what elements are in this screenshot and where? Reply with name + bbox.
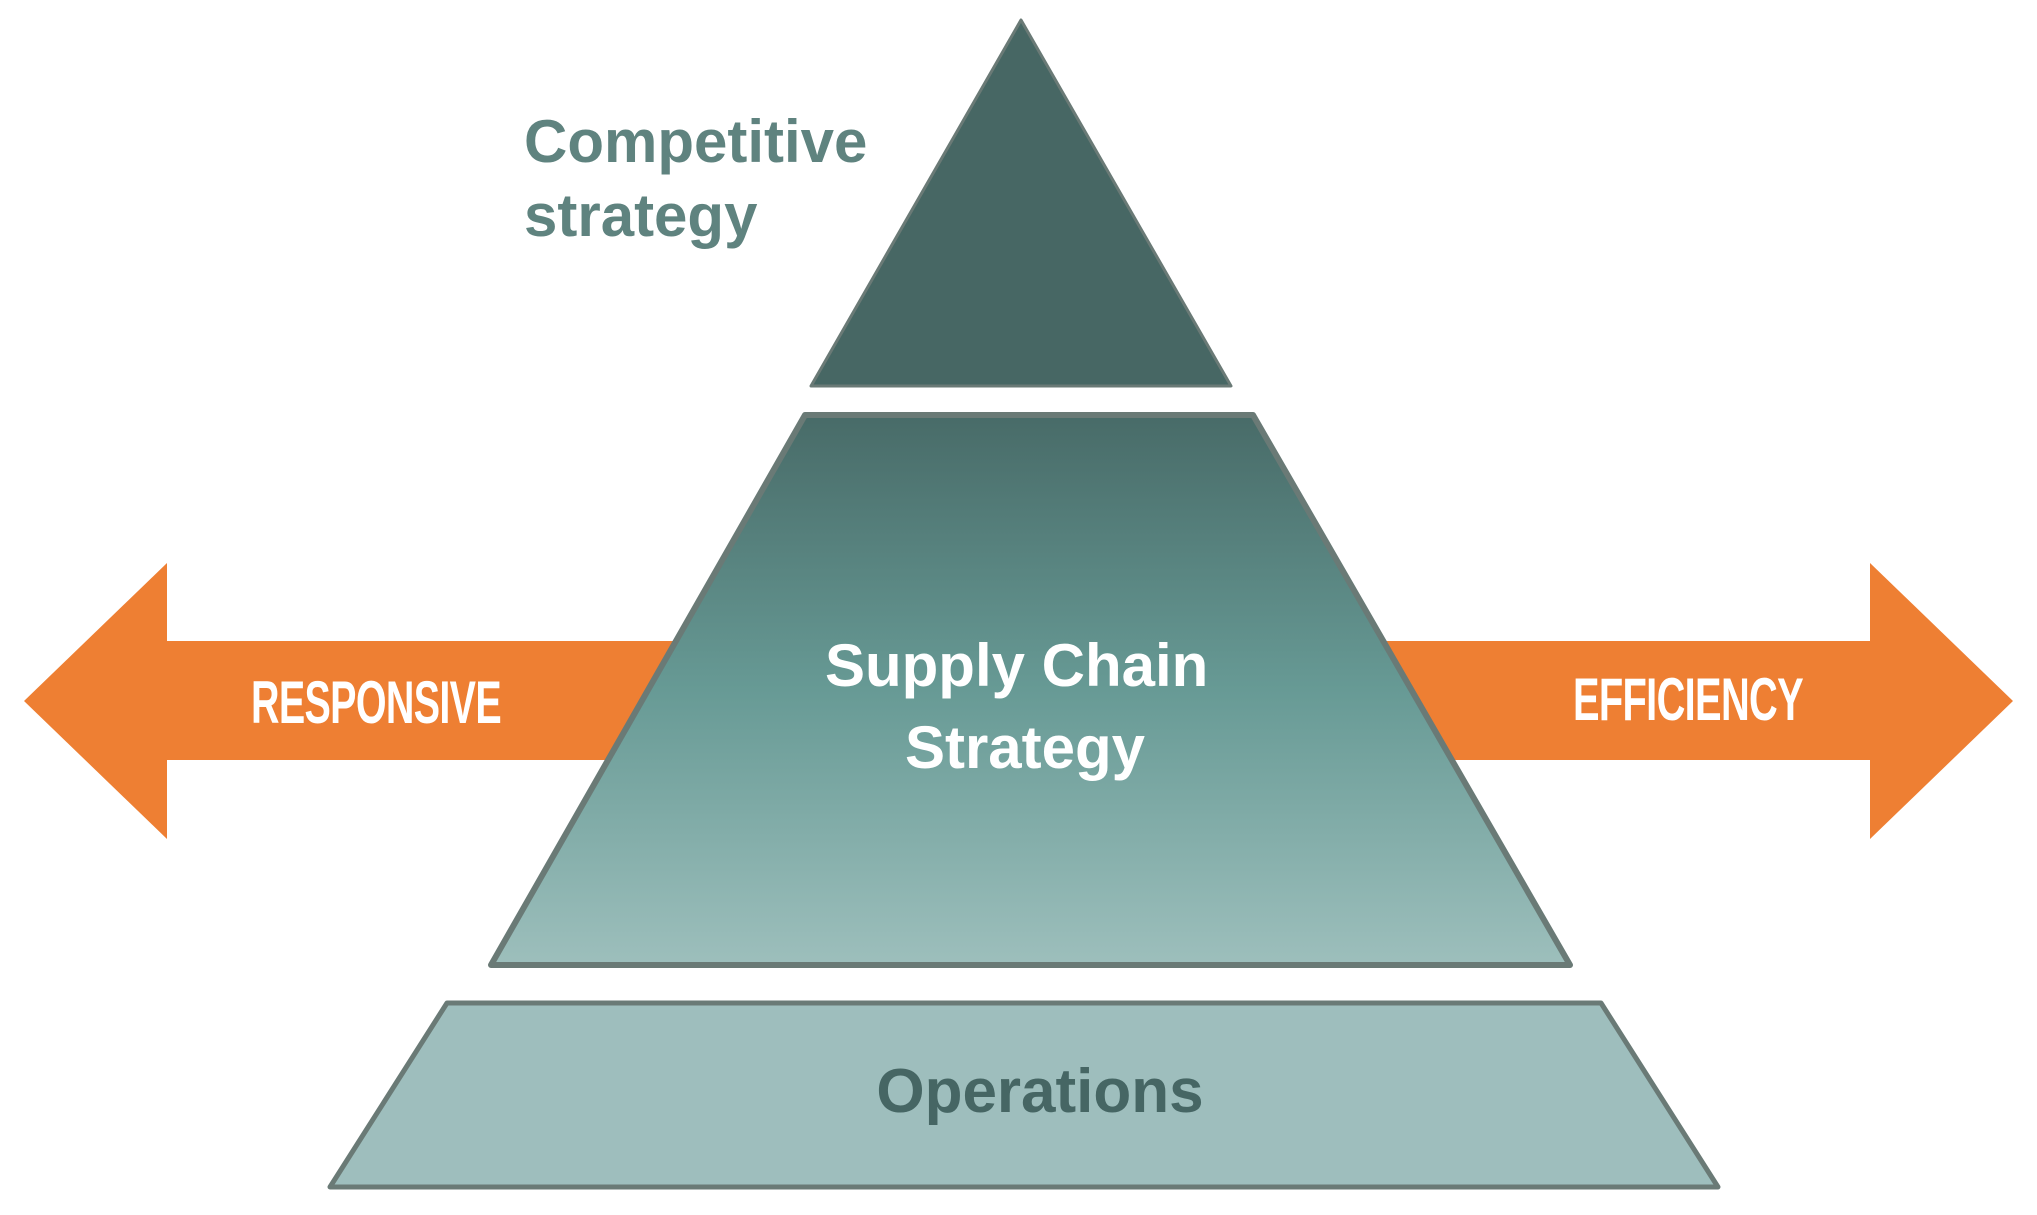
operations-label: Operations xyxy=(876,1057,1203,1126)
competitive-strategy-line1: Competitive xyxy=(524,108,867,175)
efficiency-arrow-label: EFFICIENCY xyxy=(1573,666,1804,733)
supply-chain-strategy-line1: Supply Chain xyxy=(825,632,1208,699)
competitive-strategy-tier xyxy=(809,18,1233,388)
supply-chain-strategy-tier xyxy=(488,412,1573,968)
competitive-strategy-label: Competitive strategy xyxy=(524,108,884,249)
operations-tier xyxy=(327,1000,1721,1190)
competitive-strategy-line2: strategy xyxy=(524,182,758,249)
supply-chain-strategy-label: Supply Chain Strategy xyxy=(825,632,1225,781)
responsive-arrow-label: RESPONSIVE xyxy=(251,669,501,736)
supply-chain-strategy-line2: Strategy xyxy=(905,714,1146,781)
